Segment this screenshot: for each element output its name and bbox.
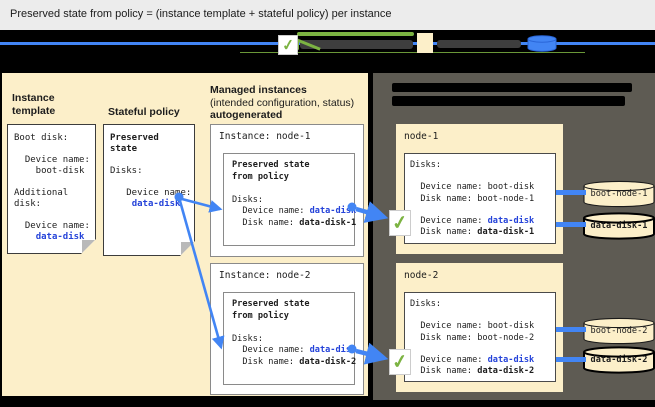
vm-panel-heading-redacted-2 [392, 96, 625, 106]
applied-check-icon-node-2: ✓ [389, 349, 411, 375]
disk-cylinder-boot-node-1: boot-node-1 [583, 180, 655, 209]
legend-arrow-icon [297, 32, 414, 36]
vm-node-label: node-1 [404, 131, 439, 142]
managed-instances-heading: Managed instances (intended configuratio… [210, 84, 355, 121]
page-title: Preserved state from policy = (instance … [10, 8, 392, 20]
disk-label: boot-node-1 [590, 189, 648, 199]
title-bar: Preserved state from policy = (instance … [0, 0, 655, 30]
legend-text-redacted-2 [437, 40, 521, 48]
disk-label: data-disk-2 [590, 355, 648, 365]
mig-config-panel: Instance template Boot disk: Device name… [2, 73, 368, 396]
legend-disk-icon [527, 35, 557, 57]
instance-template-heading: Instance template [12, 92, 56, 117]
legend-mig-config-swatch [417, 33, 433, 53]
disk-connector [556, 222, 586, 227]
instance-template-doc: Boot disk: Device name: boot-disk Additi… [7, 124, 96, 254]
stateful-policy-heading: Stateful policy [108, 106, 180, 118]
vm-node-label: node-2 [404, 270, 439, 281]
legend-green-line [240, 51, 585, 53]
disk-connector [556, 190, 586, 195]
vm-disks-box-node-1: Disks: Device name: boot-disk Disk name:… [404, 153, 556, 244]
disk-label: boot-node-2 [590, 326, 648, 336]
instance-title: Instance: node-2 [219, 270, 311, 281]
instance-title: Instance: node-1 [219, 131, 311, 142]
doc-fold-icon [82, 240, 95, 253]
disk-connector [556, 357, 586, 362]
legend-check-icon: ✓ [278, 35, 298, 55]
vm-card-node-2: node-2 Disks: Device name: boot-disk Dis… [396, 263, 563, 392]
vm-disks-box-node-2: Disks: Device name: boot-disk Disk name:… [404, 292, 556, 382]
disk-label: data-disk-1 [590, 221, 648, 231]
instance-template-text: Boot disk: Device name: boot-disk Additi… [14, 133, 90, 242]
applied-check-icon-node-1: ✓ [389, 210, 411, 236]
disk-cylinder-data-disk-1: data-disk-1 [583, 212, 655, 241]
vm-disks-text: Disks: Device name: boot-disk Disk name:… [410, 160, 535, 238]
legend-band: ✓ [0, 30, 655, 74]
vm-instances-panel: node-1 Disks: Device name: boot-disk Dis… [373, 73, 655, 400]
disk-connector [556, 327, 586, 332]
vm-disks-text: Disks: Device name: boot-disk Disk name:… [410, 299, 535, 377]
vm-panel-heading-redacted-1 [392, 83, 632, 92]
legend-text-redacted-1 [300, 40, 413, 49]
disk-cylinder-boot-node-2: boot-node-2 [583, 317, 655, 346]
vm-card-node-1: node-1 Disks: Device name: boot-disk Dis… [396, 124, 563, 254]
disk-cylinder-data-disk-2: data-disk-2 [583, 346, 655, 375]
doc-fold-icon [181, 242, 194, 255]
